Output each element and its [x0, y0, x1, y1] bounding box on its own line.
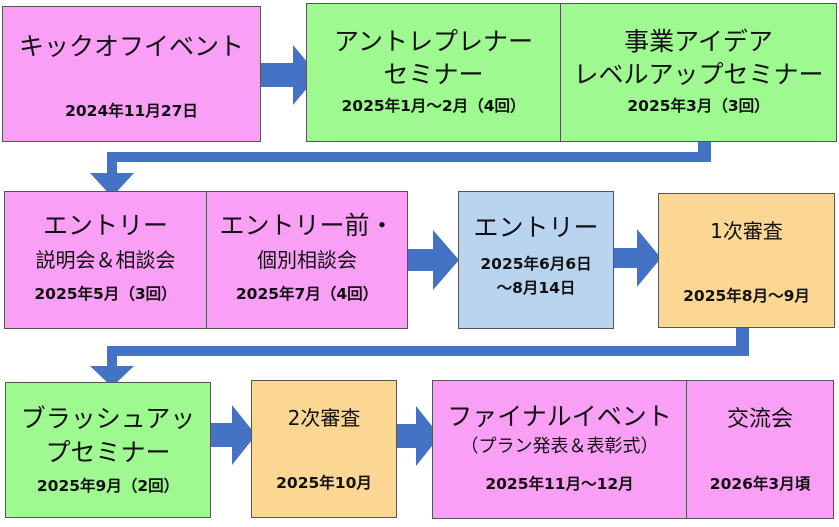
arrow-right-1 [260, 45, 318, 105]
entry-briefing-title-2: 説明会＆相談会 [35, 248, 176, 272]
entry-briefing: エントリー 説明会＆相談会 2025年5月（3回） [5, 192, 206, 328]
second-review-box: 2次審査 2025年10月 [251, 380, 397, 518]
pre-entry-consult-title-1: エントリー前・ [219, 211, 395, 240]
entry-title: エントリー [473, 213, 599, 242]
entry-date-end: ～8月14日 [496, 279, 576, 297]
arrow-right-4 [211, 405, 256, 465]
levelup-seminar-title-1: 事業アイデア [624, 27, 773, 56]
kickoff-event-title: キックオフイベント [18, 32, 244, 61]
consultation-divider [206, 192, 207, 328]
final-event: ファイナルイベント （プラン発表＆表彰式） 2025年11月～12月 [433, 381, 686, 518]
final-divider [686, 381, 687, 518]
entrepreneur-seminar-title-1: アントレプレナー [333, 27, 533, 56]
networking-title: 交流会 [726, 407, 793, 432]
consultation-group-box: エントリー 説明会＆相談会 2025年5月（3回） エントリー前・ 個別相談会 … [4, 191, 408, 329]
brushup-seminar-date: 2025年9月（2回） [36, 477, 180, 495]
final-group-box: ファイナルイベント （プラン発表＆表彰式） 2025年11月～12月 交流会 2… [432, 380, 834, 519]
entry-briefing-title-1: エントリー [42, 211, 168, 240]
entrepreneur-seminar-title-2: セミナー [383, 60, 484, 89]
arrow-right-5 [397, 406, 440, 466]
brushup-seminar-title-1: ブラッシュアッ [20, 404, 196, 433]
first-review-title: 1次審査 [710, 219, 783, 243]
brushup-seminar-title-2: プセミナー [45, 438, 171, 467]
pre-entry-consult-title-2: 個別相談会 [257, 248, 357, 272]
entrepreneur-seminar: アントレプレナー セミナー 2025年1月～2月（4回） [307, 4, 560, 141]
first-review-date: 2025年8月～9月 [683, 287, 810, 305]
connector-arrow-2 [90, 328, 749, 387]
levelup-seminar: 事業アイデア レベルアップセミナー 2025年3月（3回） [561, 4, 836, 141]
levelup-seminar-title-2: レベルアップセミナー [573, 60, 824, 89]
second-review-title: 2次審査 [287, 406, 361, 430]
final-event-date: 2025年11月～12月 [485, 475, 634, 493]
final-event-title: ファイナルイベント [447, 402, 672, 431]
arrow-right-2 [408, 230, 459, 290]
connector-arrow-1 [90, 140, 711, 197]
entry-box: エントリー 2025年6月6日 ～8月14日 [458, 191, 614, 329]
pre-entry-consult-date: 2025年7月（4回） [235, 285, 379, 303]
arrow-right-3 [614, 229, 661, 287]
entry-date-start: 2025年6月6日 [480, 255, 592, 273]
seminar-group-box: アントレプレナー セミナー 2025年1月～2月（4回） 事業アイデア レベルア… [306, 3, 837, 142]
networking-date: 2026年3月頃 [709, 475, 811, 493]
entrepreneur-seminar-date: 2025年1月～2月（4回） [341, 97, 526, 115]
brushup-seminar-box: ブラッシュアッ プセミナー 2025年9月（2回） [5, 382, 211, 518]
kickoff-event-box: キックオフイベント 2024年11月27日 [2, 6, 261, 142]
pre-entry-consult: エントリー前・ 個別相談会 2025年7月（4回） [207, 192, 407, 328]
final-event-subtitle: （プラン発表＆表彰式） [460, 436, 659, 457]
levelup-seminar-date: 2025年3月（3回） [627, 97, 770, 115]
second-review-date: 2025年10月 [276, 474, 372, 492]
seminar-divider [560, 4, 561, 141]
first-review-box: 1次審査 2025年8月～9月 [658, 193, 835, 328]
entry-briefing-date: 2025年5月（3回） [34, 285, 177, 303]
networking-event: 交流会 2026年3月頃 [687, 381, 833, 518]
kickoff-event-date: 2024年11月27日 [65, 102, 198, 120]
